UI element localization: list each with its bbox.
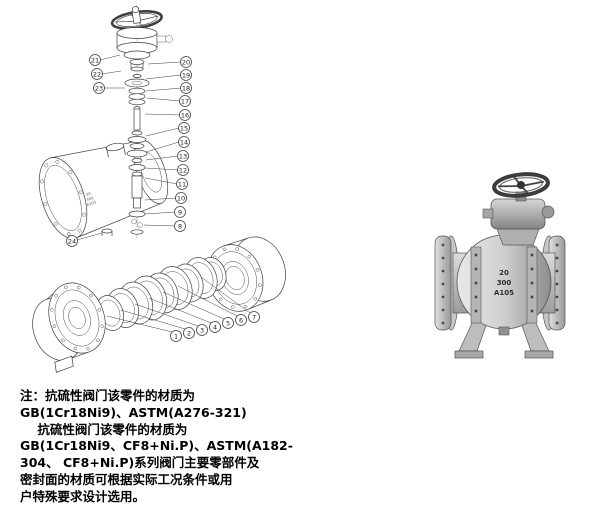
callout-21: 21 xyxy=(89,54,121,66)
end-flange-left xyxy=(32,282,106,373)
note-line-7: 户特殊要求设计选用。 xyxy=(20,488,146,504)
callout-label-22: 22 xyxy=(93,70,101,78)
body-joint-bolts xyxy=(474,253,534,313)
note-line-2: GB(1Cr18Ni9)、ASTM(A276-321) xyxy=(20,404,247,420)
marking-material: A105 xyxy=(494,289,514,297)
callout-label-8: 8 xyxy=(178,222,182,230)
callout-label-12: 12 xyxy=(179,166,187,174)
body-marking-line2: 300 xyxy=(86,195,95,202)
callout-18: 18 xyxy=(145,82,192,94)
callout-label-21: 21 xyxy=(91,56,99,64)
callout-22: 22 xyxy=(91,68,122,80)
material-notes: 注：抗硫性阀门该零件的材质为 GB(1Cr18Ni9)、ASTM(A276-32… xyxy=(20,388,293,506)
callout-1: 1 xyxy=(106,315,182,342)
callout-5: 5 xyxy=(162,291,234,329)
callout-label-23: 23 xyxy=(95,84,103,92)
exploded-view-drawing: 20 300 A105 xyxy=(32,6,286,373)
callout-label-11: 11 xyxy=(178,180,186,188)
marking-size: 20 xyxy=(499,269,509,277)
note-line-3: 抗硫性阀门该零件的材质为 xyxy=(20,421,188,437)
note-line-4: GB(1Cr18Ni9、CF8+Ni.P)、ASTM(A182- xyxy=(20,438,293,454)
callout-label-14: 14 xyxy=(180,138,188,146)
callout-label-7: 7 xyxy=(252,313,256,321)
callout-label-1: 1 xyxy=(174,332,178,340)
callout-6: 6 xyxy=(177,285,247,326)
stem-components xyxy=(124,59,150,235)
gearbox-indicator xyxy=(541,205,555,219)
seat-ring-stack xyxy=(95,257,227,331)
callout-label-13: 13 xyxy=(179,152,187,160)
callout-label-15: 15 xyxy=(180,124,188,132)
flange-bolt-holes xyxy=(50,285,104,351)
callout-label-3: 3 xyxy=(200,326,204,334)
gear-operator xyxy=(116,27,173,60)
callout-label-18: 18 xyxy=(182,84,190,92)
callout-11: 11 xyxy=(144,177,188,190)
body-marking: 20 300 A105 xyxy=(85,190,97,207)
callout-15: 15 xyxy=(145,122,190,137)
callout-23: 23 xyxy=(93,82,125,94)
callout-label-24: 24 xyxy=(68,237,76,245)
flange-bolts-right xyxy=(555,243,559,325)
callout-17: 17 xyxy=(146,95,191,107)
assembled-body-marking: 20 300 A105 xyxy=(494,269,514,297)
valve-body: 20 300 A105 xyxy=(38,139,169,239)
body-marking-line1: 20 xyxy=(85,190,92,196)
callout-label-5: 5 xyxy=(226,319,230,327)
assembled-body: 20 300 A105 xyxy=(452,234,556,336)
callout-label-6: 6 xyxy=(239,316,243,324)
callout-24: 24 xyxy=(66,232,103,247)
callout-16: 16 xyxy=(144,109,191,121)
body-marking-line3: A105 xyxy=(86,199,97,207)
note-line-6: 密封面的材质可根据实际工况条件或用 xyxy=(20,471,233,487)
callout-9: 9 xyxy=(144,206,186,218)
assembled-handwheel xyxy=(492,172,550,198)
callout-label-2: 2 xyxy=(187,329,191,337)
flange-bolts-left xyxy=(441,243,445,325)
callout-3: 3 xyxy=(134,303,208,336)
callout-13: 13 xyxy=(145,150,189,162)
callout-20: 20 xyxy=(147,56,192,68)
callout-label-10: 10 xyxy=(177,194,185,202)
callout-19: 19 xyxy=(145,69,192,81)
callout-10: 10 xyxy=(144,192,187,204)
callout-4: 4 xyxy=(148,297,221,333)
callout-12: 12 xyxy=(144,164,189,176)
assembled-valve-rendering: 20 300 A105 xyxy=(434,172,566,359)
callout-label-4: 4 xyxy=(213,323,217,331)
callout-label-9: 9 xyxy=(178,208,182,216)
callout-label-17: 17 xyxy=(181,97,189,105)
callout-label-20: 20 xyxy=(182,58,190,66)
callout-8: 8 xyxy=(143,220,186,232)
callout-label-19: 19 xyxy=(182,71,190,79)
note-line-1: 注：抗硫性阀门该零件的材质为 xyxy=(20,388,196,403)
callout-2: 2 xyxy=(120,309,195,339)
marking-class: 300 xyxy=(497,279,512,287)
callout-14: 14 xyxy=(145,136,190,153)
callout-7: 7 xyxy=(200,276,260,323)
body-flange-bolt-holes xyxy=(40,160,86,236)
callout-label-16: 16 xyxy=(181,111,189,119)
note-line-5: 304、 CF8+Ni.P)系列阀门主要零部件及 xyxy=(20,455,260,471)
